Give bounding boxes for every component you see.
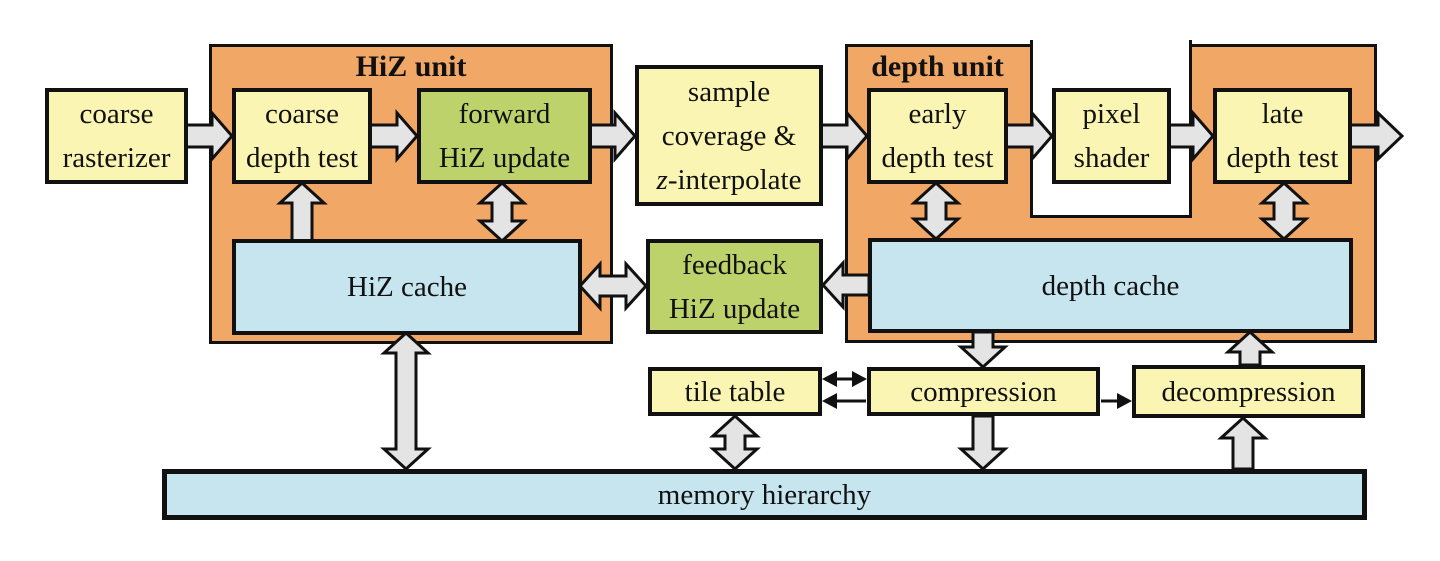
tile-table-box: tile table xyxy=(648,367,822,416)
memory-hierarchy-box: memory hierarchy xyxy=(162,469,1367,520)
arrow-tile-table-and-memory-hierarchy xyxy=(709,413,761,472)
coarse-depth-test-label-line1: coarse xyxy=(264,98,340,130)
pixel-shader-box: pixel shader xyxy=(1052,88,1171,184)
hiz-cache-label: HiZ cache xyxy=(347,271,467,303)
arrow-decompression-to-depth-cache xyxy=(1224,329,1276,367)
coarse-depth-test-box: coarse depth test xyxy=(232,88,372,184)
decompression-box: decompression xyxy=(1132,365,1365,418)
sample-coverage-box: sample coverage & z-interpolate xyxy=(635,65,823,206)
arrow-forward-hiz-update-to-sample-coverage xyxy=(588,108,637,164)
arrow-depth-cache-to-feedback-hiz-update xyxy=(820,259,871,311)
forward-hiz-update-label-line2: HiZ update xyxy=(438,142,571,174)
feedback-hiz-update-box: feedback HiZ update xyxy=(646,239,823,334)
sample-coverage-z-italic: z xyxy=(656,163,668,196)
early-depth-test-box: early depth test xyxy=(867,88,1008,184)
depth-unit-title: depth unit xyxy=(871,50,1004,83)
arrow-late-depth-test-output xyxy=(1348,109,1405,163)
forward-hiz-update-label-line1: forward xyxy=(458,98,551,130)
depth-cache-box: depth cache xyxy=(868,238,1353,333)
arrow-late-depth-test-and-depth-cache xyxy=(1258,180,1310,242)
arrow-coarse-rasterizer-to-coarse-depth-test xyxy=(184,108,234,164)
early-depth-test-label-line1: early xyxy=(908,98,967,130)
hiz-cache-box: HiZ cache xyxy=(232,239,582,335)
decompression-label: decompression xyxy=(1161,375,1336,408)
coarse-rasterizer-label-line2: rasterizer xyxy=(62,142,171,174)
late-depth-test-box: late depth test xyxy=(1213,88,1352,184)
hiz-unit-title: HiZ unit xyxy=(355,50,467,83)
arrow-compression-to-tile-table-head xyxy=(822,393,837,409)
pixel-shader-label-line1: pixel xyxy=(1082,98,1141,130)
feedback-hiz-update-label-line2: HiZ update xyxy=(668,292,801,325)
compression-box: compression xyxy=(867,367,1100,416)
arrow-depth-cache-to-compression xyxy=(957,330,1009,370)
sample-coverage-label-line1: sample xyxy=(687,75,771,108)
arrow-sample-coverage-to-early-depth-test xyxy=(819,108,869,164)
forward-hiz-update-box: forward HiZ update xyxy=(417,88,592,184)
coarse-depth-test-label-line2: depth test xyxy=(246,142,358,174)
feedback-hiz-update-label-line1: feedback xyxy=(682,248,787,281)
depth-cache-label: depth cache xyxy=(1041,269,1180,302)
arrow-early-depth-test-and-depth-cache xyxy=(910,180,962,242)
sample-coverage-interpolate-text: -interpolate xyxy=(667,163,802,196)
pixel-shader-label-line2: shader xyxy=(1073,142,1150,174)
arrow-hiz-cache-and-feedback-hiz-update xyxy=(577,260,649,312)
coarse-rasterizer-box: coarse rasterizer xyxy=(45,88,188,184)
memory-hierarchy-label: memory hierarchy xyxy=(657,478,872,511)
arrow-tile-table-and-compression-left-head xyxy=(822,371,837,387)
arrow-tile-table-and-compression-right-head xyxy=(852,371,867,387)
arrow-forward-hiz-update-and-hiz-cache xyxy=(476,180,528,244)
early-depth-test-label-line2: depth test xyxy=(881,142,994,174)
arrow-hiz-cache-and-memory-hierarchy xyxy=(380,330,432,472)
arrow-compression-to-decompression-head xyxy=(1117,393,1132,409)
sample-coverage-label-line2: coverage & xyxy=(661,119,797,152)
tile-table-label: tile table xyxy=(684,375,786,408)
arrow-memory-hierarchy-to-decompression xyxy=(1217,415,1269,471)
late-depth-test-label-line2: depth test xyxy=(1226,142,1339,174)
late-depth-test-label-line1: late xyxy=(1261,98,1304,130)
arrow-compression-to-memory-hierarchy xyxy=(957,414,1009,472)
compression-label: compression xyxy=(910,375,1057,408)
arrow-hiz-cache-to-coarse-depth-test xyxy=(276,180,328,243)
arrow-coarse-depth-test-to-forward-hiz-update xyxy=(368,108,419,164)
arrow-early-depth-test-to-pixel-shader xyxy=(1004,108,1054,164)
sample-coverage-label-line3: z-interpolate xyxy=(657,158,802,202)
arrow-pixel-shader-to-late-depth-test xyxy=(1167,108,1215,164)
coarse-rasterizer-label-line1: coarse xyxy=(79,98,154,130)
